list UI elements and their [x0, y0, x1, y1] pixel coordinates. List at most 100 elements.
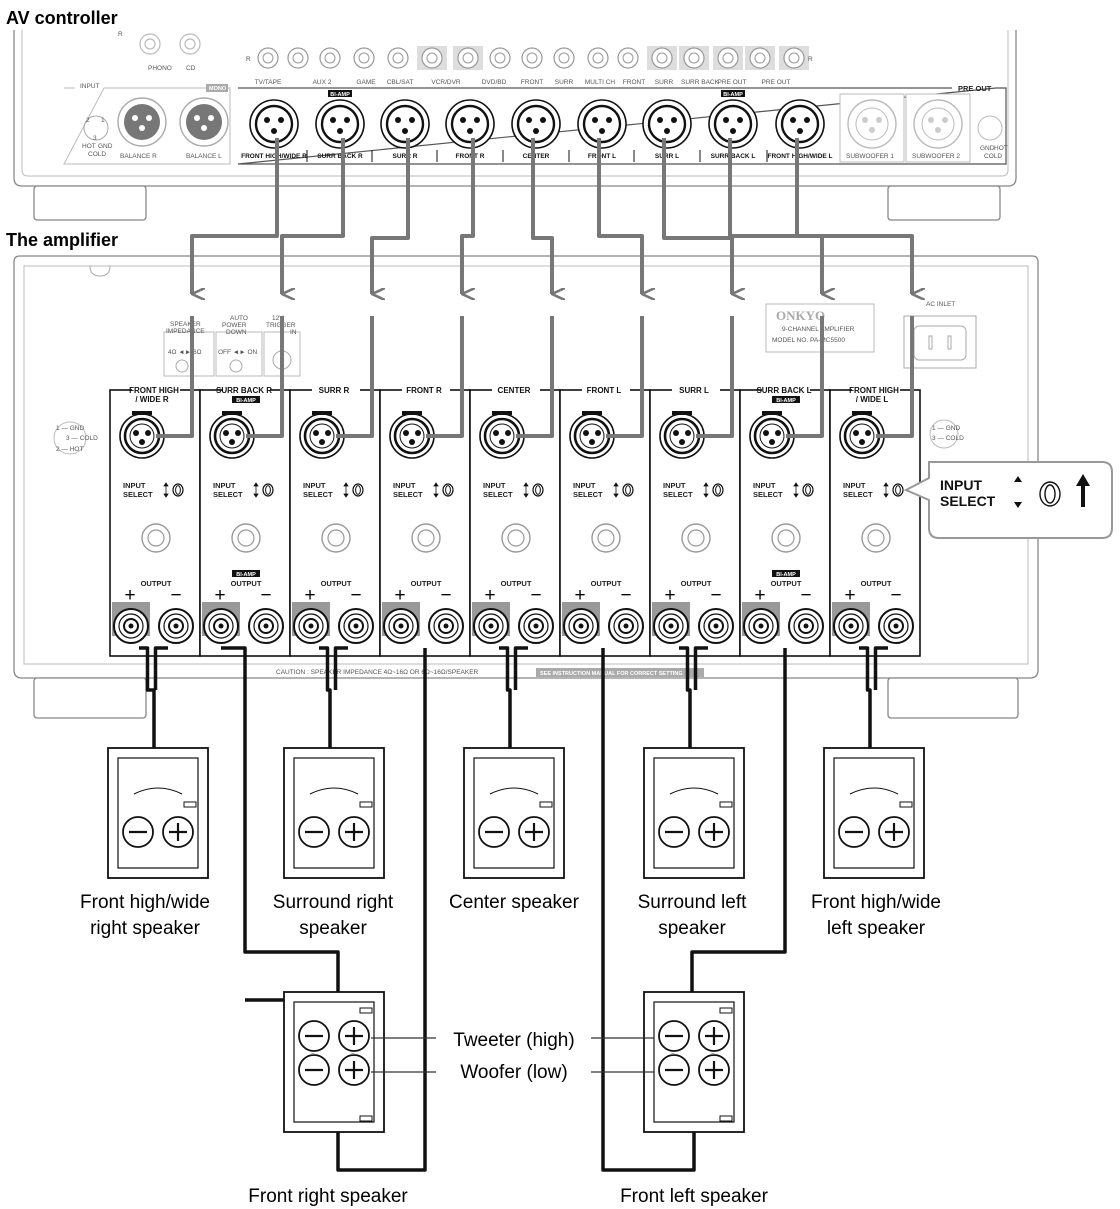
svg-text:+: +: [394, 585, 405, 606]
surround-left-speaker: [643, 747, 745, 879]
svg-text:R: R: [246, 56, 251, 63]
xlr-cable: [460, 138, 475, 294]
svg-text:+: +: [124, 585, 135, 606]
channel-label-2: / WIDE L: [856, 395, 889, 404]
input-select-callout: INPUT SELECT: [903, 461, 1113, 539]
subwoofer-1-label: SUBWOOFER 1: [846, 153, 894, 160]
controller-output-label: SURR BACK R: [317, 153, 363, 160]
controller-output-label: SURR L: [655, 153, 679, 160]
input-select-switch: [352, 483, 364, 497]
xlr-cable-in: [606, 316, 644, 438]
rca-label: CBL/SAT: [387, 79, 414, 86]
xlr-cable-in: [246, 316, 284, 438]
output-label: OUTPUT: [231, 579, 262, 588]
ac-inlet: [903, 315, 977, 369]
rca-jack: [387, 47, 409, 69]
controller-xlr-5: [511, 99, 561, 149]
ac-inlet-label: AC INLET: [926, 301, 955, 308]
svg-text:AUTO: AUTO: [230, 315, 248, 322]
controller-pin-legend: [83, 115, 109, 141]
balance-r-jack: [117, 97, 167, 147]
svg-text:INPUT: INPUT: [123, 481, 146, 490]
rca-jack: [489, 47, 511, 69]
svg-text:BI-AMP: BI-AMP: [236, 572, 256, 578]
svg-text:OFF ◄► ON: OFF ◄► ON: [218, 349, 258, 356]
svg-text:INPUT: INPUT: [753, 481, 776, 490]
svg-text:2: 2: [86, 117, 90, 124]
input-label: INPUT: [80, 83, 100, 90]
channel-label: SURR BACK L: [756, 386, 811, 395]
rca-jack: [587, 47, 609, 69]
xlr-cable: [795, 138, 912, 294]
speaker-wire: [139, 646, 156, 780]
pre-out-label: PRE OUT: [958, 84, 992, 93]
input-select-switch: [622, 483, 634, 497]
input-select-switch: [532, 483, 544, 497]
surround-right-label-1: Surround right: [273, 892, 394, 913]
rca-jack: [745, 46, 775, 70]
svg-text:−: −: [440, 585, 451, 606]
front-high-wide-left-speaker: [823, 747, 925, 879]
tweeter-label: Tweeter (high): [453, 1030, 574, 1051]
svg-text:−: −: [710, 585, 721, 606]
woofer-label: Woofer (low): [460, 1062, 567, 1083]
xlr-cable: [662, 138, 732, 294]
svg-text:3 — COLD: 3 — COLD: [66, 435, 98, 442]
svg-text:SELECT: SELECT: [843, 490, 873, 499]
amplifier-channels: FRONT HIGH/ WIDE RINPUTSELECTOUTPUT+−SUR…: [109, 386, 921, 657]
svg-text:SELECT: SELECT: [303, 490, 333, 499]
svg-text:INPUT: INPUT: [663, 481, 686, 490]
xlr-cable-in: [696, 316, 734, 438]
svg-text:GND: GND: [980, 145, 995, 152]
rca-label: AUX 2: [313, 79, 332, 86]
speaker-wire: [499, 646, 512, 780]
rca-jack: [287, 47, 309, 69]
input-select-switch: [442, 483, 454, 497]
svg-text:SELECT: SELECT: [123, 490, 153, 499]
svg-text:INPUT: INPUT: [393, 481, 416, 490]
caution-text: CAUTION : SPEAKER IMPEDANCE 4Ω~16Ω OR 6Ω…: [276, 669, 479, 676]
input-select-switch: [892, 483, 904, 497]
svg-text:−: −: [260, 585, 271, 606]
svg-text:−: −: [530, 585, 541, 606]
svg-text:=: =: [671, 1051, 675, 1058]
input-select-switch: [172, 483, 184, 497]
controller-xlr-4: [445, 99, 495, 149]
amp-channel-8: SURR BACK LBI-AMPINPUTSELECTBI-AMPOUTPUT…: [739, 386, 831, 657]
output-label: OUTPUT: [861, 579, 892, 588]
xlr-cable-in: [426, 316, 464, 438]
svg-text:3: 3: [93, 135, 97, 142]
xlr-cable-in: [876, 316, 914, 438]
av-controller-panel: R PHONO CD INPUT BALANCE R BALANCE L MON…: [13, 30, 1017, 221]
surround-left-label-2: speaker: [658, 918, 726, 939]
rca-jack: [647, 46, 677, 70]
bi-amp-badge: BI-AMP: [236, 398, 256, 404]
rca-jack: [679, 46, 709, 70]
center-speaker: [463, 747, 565, 879]
controller-output-label: FRONT HIGH/WIDE L: [768, 153, 833, 160]
svg-text:SELECT: SELECT: [213, 490, 243, 499]
speaker-wire: [693, 646, 708, 690]
svg-text:COLD: COLD: [88, 151, 106, 158]
svg-text:SELECT: SELECT: [663, 490, 693, 499]
speaker-wire: [873, 646, 888, 690]
xlr-cable-in: [156, 316, 194, 438]
svg-text:SELECT: SELECT: [393, 490, 423, 499]
center-label: Center speaker: [449, 892, 580, 913]
bi-amp-badge: BI-AMP: [330, 92, 350, 98]
front-high-wide-left-label-2: left speaker: [827, 918, 926, 939]
front-high-wide-right-label-2: right speaker: [90, 918, 201, 939]
rca-label: SURR BACK: [681, 79, 720, 86]
channel-label: SURR L: [679, 386, 709, 395]
balance-l-jack: [179, 97, 229, 147]
svg-text:COLD: COLD: [984, 153, 1002, 160]
subwoofer-1-jack: [839, 93, 905, 163]
svg-text:ONKYO: ONKYO: [776, 308, 825, 323]
rca-label: SURR: [655, 79, 674, 86]
speaker-wire: [679, 646, 692, 780]
speaker-wire: [859, 646, 872, 780]
